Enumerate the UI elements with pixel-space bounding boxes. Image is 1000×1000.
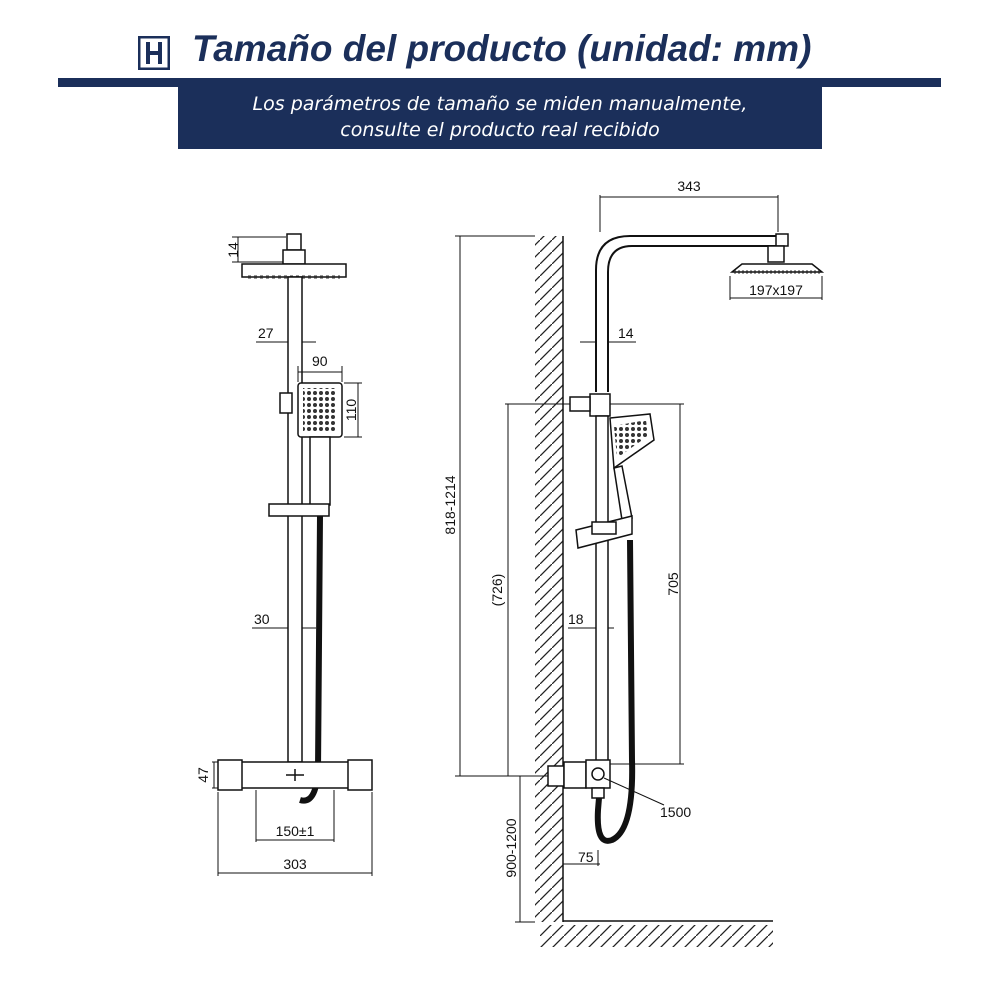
dim-pipe-diameter-lower: 30 xyxy=(254,611,270,627)
dim-riser-height: (726) xyxy=(489,574,505,607)
dim-head-size: 197x197 xyxy=(749,282,803,298)
measurement-note: Los parámetros de tamaño se miden manual… xyxy=(178,86,822,149)
front-dimension-lines xyxy=(212,236,373,876)
dim-arm-diameter: 14 xyxy=(618,325,634,341)
note-line-2: consulte el producto real recibido xyxy=(340,119,660,141)
title-divider xyxy=(58,78,941,87)
note-line-1: Los parámetros de tamaño se miden manual… xyxy=(252,93,748,115)
dim-wall-offset: 75 xyxy=(578,849,594,865)
dim-total-height: 818-1214 xyxy=(442,475,458,534)
dim-overall-width: 303 xyxy=(283,856,307,872)
side-dimension-lines xyxy=(455,195,823,923)
page-title: Tamaño del producto (unidad: mm) xyxy=(192,28,812,69)
dim-inlet-spacing: 150±1 xyxy=(276,823,315,839)
rain-shower-head xyxy=(241,233,347,279)
header: Tamaño del producto (unidad: mm) Los par… xyxy=(0,0,1000,160)
side-valve xyxy=(547,759,611,799)
brand-logo-icon xyxy=(137,35,171,71)
hose xyxy=(299,515,323,804)
dim-head-thickness: 14 xyxy=(225,242,241,258)
dim-arm-reach: 343 xyxy=(677,178,701,194)
front-view xyxy=(212,233,373,876)
riser-pipe xyxy=(287,276,303,763)
hand-shower xyxy=(279,382,343,506)
dim-hose-length: 1500 xyxy=(660,804,691,820)
dim-valve-height: 47 xyxy=(195,767,211,783)
thermostatic-valve xyxy=(217,759,373,791)
slider-bracket xyxy=(268,503,330,517)
wall-hatch xyxy=(535,236,563,922)
dim-handset-width: 90 xyxy=(312,353,328,369)
dim-bar-diameter: 18 xyxy=(568,611,584,627)
upper-wall-bracket xyxy=(589,393,611,417)
slide-bar xyxy=(595,415,609,767)
dim-install-height: 900-1200 xyxy=(503,818,519,877)
side-hose xyxy=(594,539,636,844)
side-rain-head xyxy=(729,263,825,273)
dim-pipe-diameter-upper: 27 xyxy=(258,325,274,341)
dim-handset-bar-height: 705 xyxy=(665,572,681,596)
side-head-connector xyxy=(767,245,785,263)
floor-hatch xyxy=(540,925,773,947)
side-hand-shower xyxy=(609,413,655,521)
side-view xyxy=(455,195,825,947)
dim-handset-height: 110 xyxy=(343,399,359,422)
